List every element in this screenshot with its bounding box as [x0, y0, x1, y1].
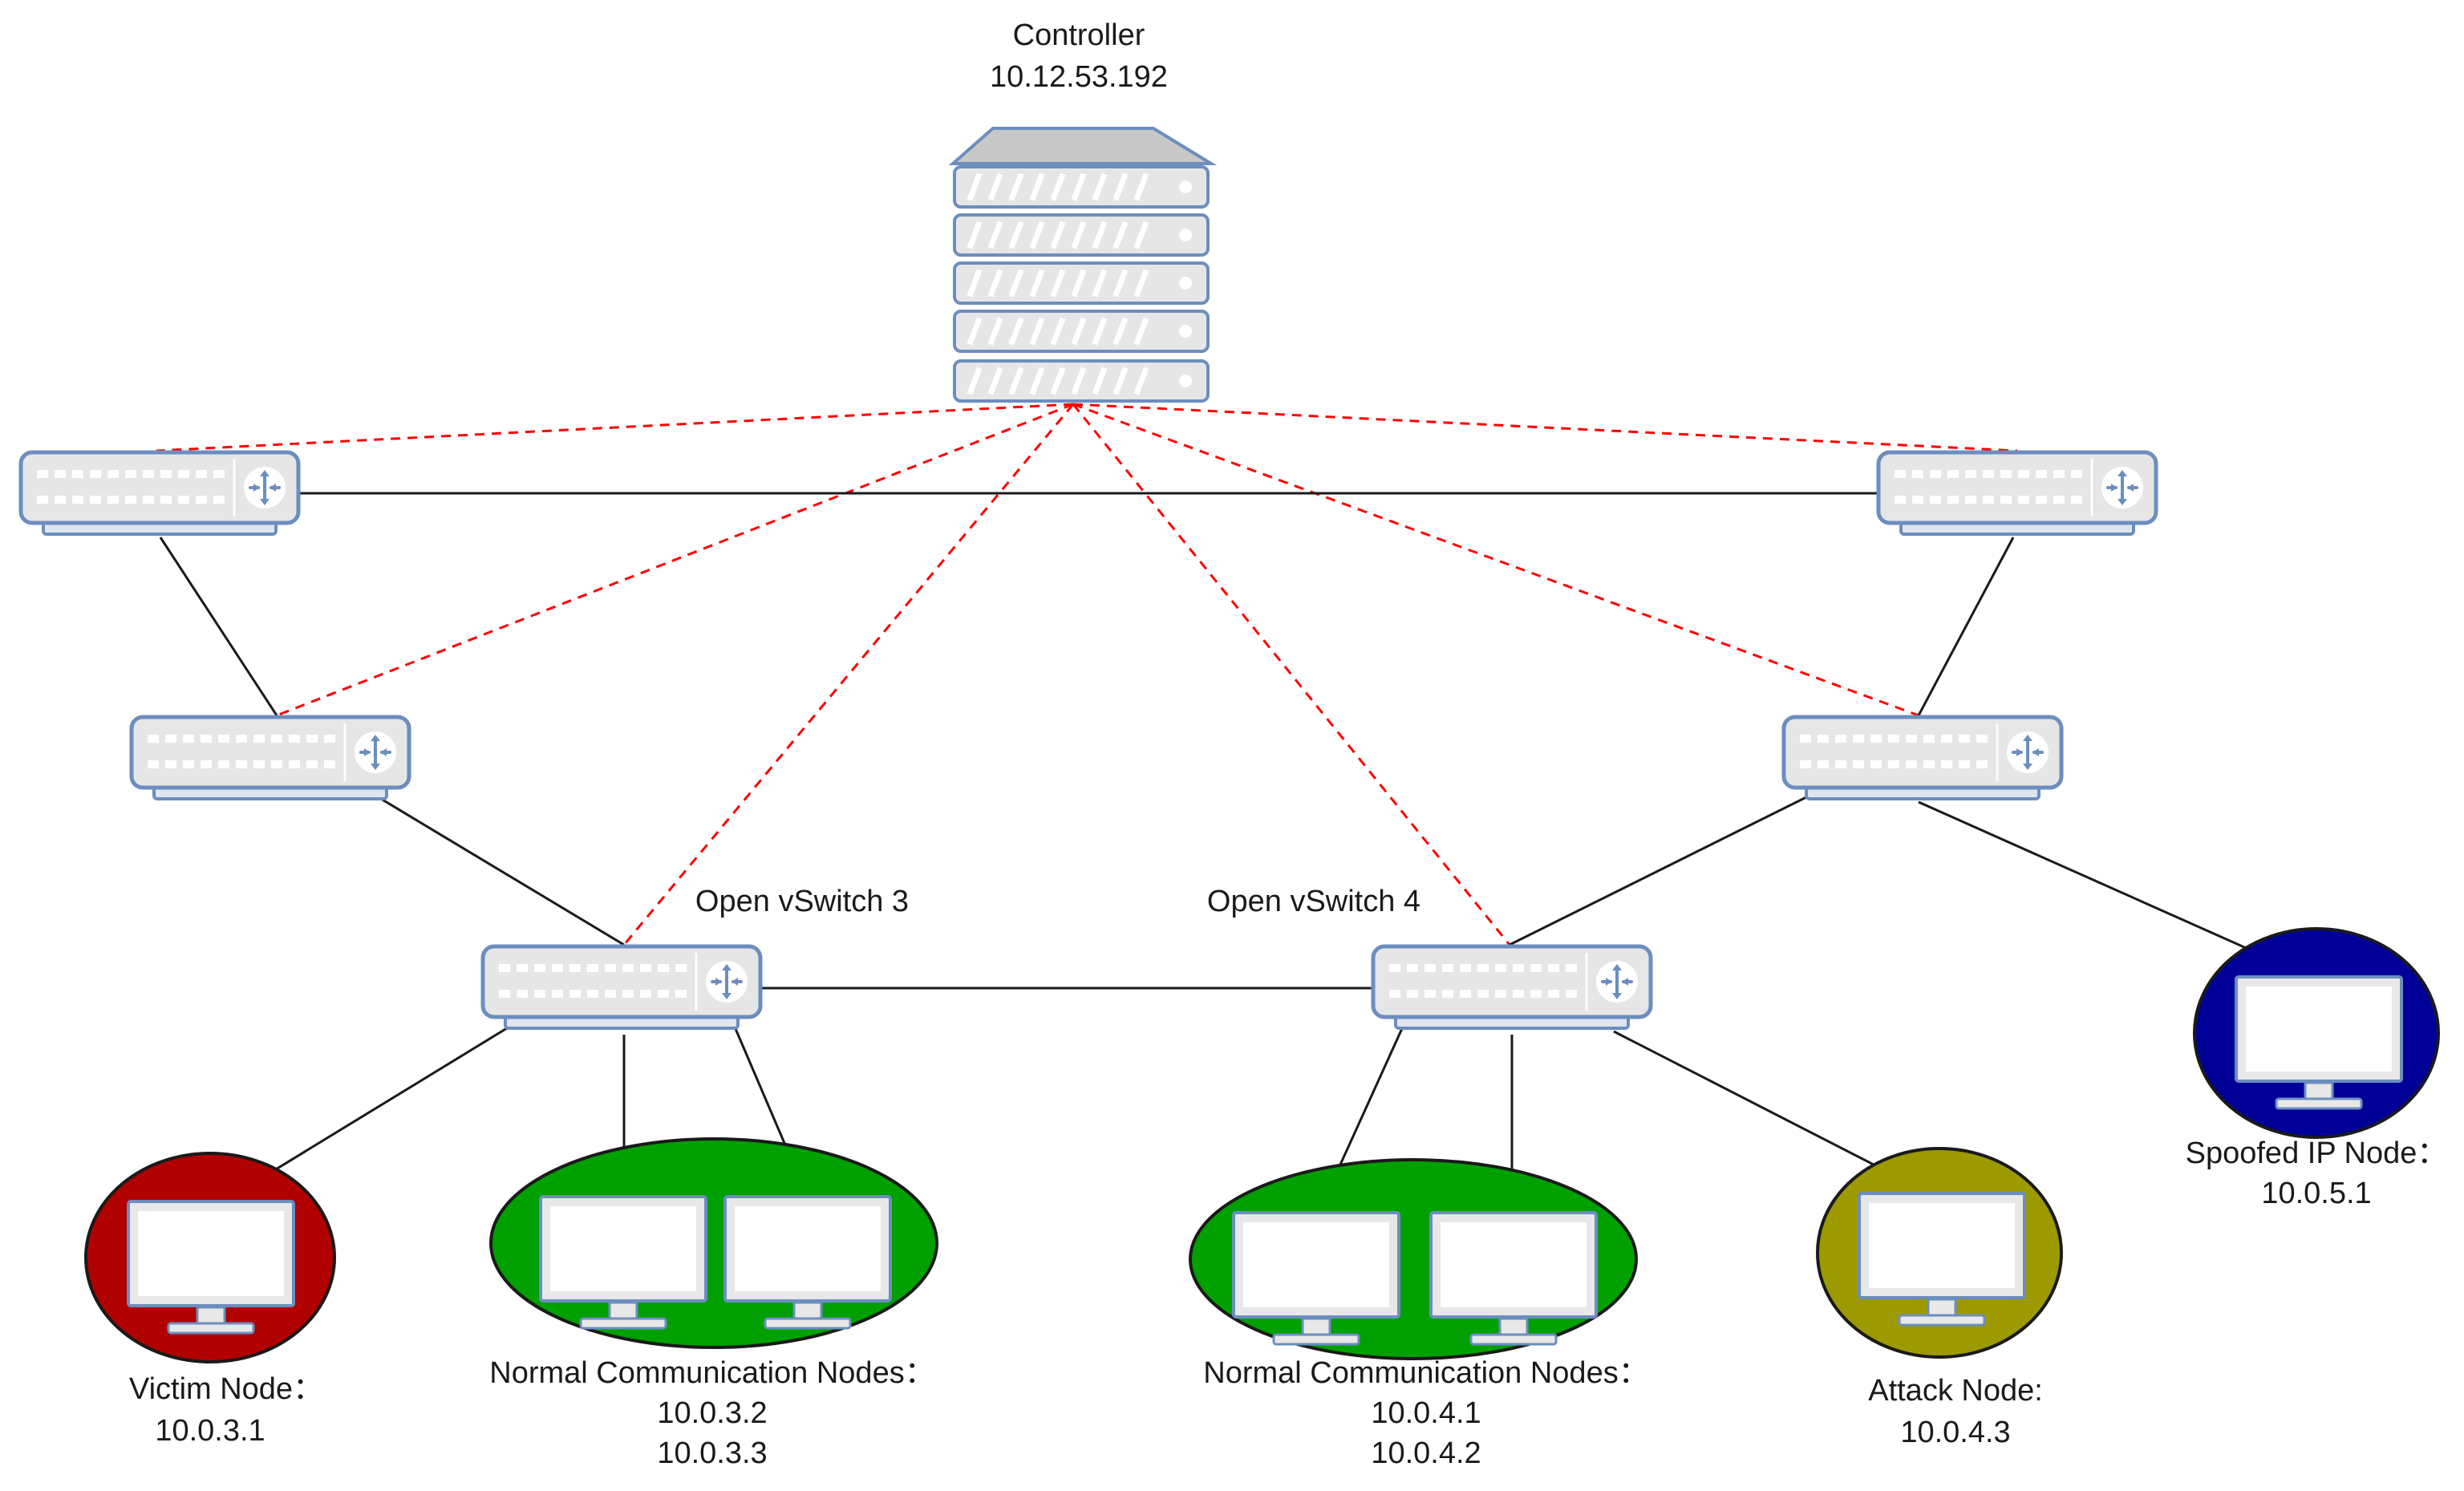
control-link-sw-mid-right	[1072, 403, 1919, 717]
attack-label: Attack Node:	[1868, 1374, 2043, 1408]
control-link-ovs4	[1072, 403, 1511, 946]
switch-ovs3[interactable]: Open vSwitch 3	[483, 885, 909, 1028]
link-mid-left-ovs3	[380, 797, 625, 946]
controller-node[interactable]: Controller 10.12.53.192	[948, 18, 1218, 401]
server-rack-icon	[948, 127, 1218, 401]
victim-label: Victim Node：	[129, 1372, 323, 1406]
switch-router-icon	[132, 717, 409, 799]
victim-ip: 10.0.3.1	[155, 1414, 265, 1448]
switch-router-icon	[21, 452, 298, 534]
controller-title: Controller	[1013, 18, 1145, 52]
switch-ovs4[interactable]: Open vSwitch 4	[1207, 885, 1651, 1028]
switch-router-icon	[483, 946, 760, 1028]
link-top-right-mid-right	[1917, 537, 2015, 716]
normal4-ip-1: 10.0.4.1	[1371, 1396, 1481, 1430]
control-link-sw-mid-left	[276, 403, 1074, 717]
spoofed-label: Spoofed IP Node：	[2186, 1136, 2448, 1170]
spoofed-ip: 10.0.5.1	[2261, 1177, 2371, 1210]
normal4-label: Normal Communication Nodes：	[1203, 1356, 1648, 1390]
switch-router-icon	[1878, 452, 2156, 534]
switch-mid-left[interactable]	[132, 717, 409, 799]
control-links	[156, 403, 2018, 946]
switch-top-left[interactable]	[21, 452, 298, 534]
normal-nodes-ovs3[interactable]: Normal Communication Nodes： 10.0.3.2 10.…	[489, 1137, 938, 1470]
controller-ip: 10.12.53.192	[990, 60, 1168, 94]
normal3-ip-2: 10.0.3.3	[657, 1436, 767, 1470]
switch-mid-right[interactable]	[1784, 717, 2061, 799]
switch-router-icon	[1784, 717, 2061, 799]
normal4-ip-2: 10.0.4.2	[1371, 1436, 1481, 1470]
ovs4-label: Open vSwitch 4	[1207, 885, 1420, 918]
normal-nodes-ovs4[interactable]: Normal Communication Nodes： 10.0.4.1 10.…	[1189, 1158, 1649, 1470]
control-link-sw-top-left	[156, 403, 1074, 452]
victim-node[interactable]: Victim Node： 10.0.3.1	[84, 1152, 336, 1448]
attack-ip: 10.0.4.3	[1900, 1416, 2010, 1449]
ovs3-label: Open vSwitch 3	[695, 885, 909, 918]
link-mid-right-ovs4	[1509, 792, 1814, 946]
switch-top-right[interactable]	[1878, 452, 2156, 534]
normal3-label: Normal Communication Nodes：	[489, 1356, 934, 1390]
link-top-left-mid-left	[159, 537, 278, 716]
data-links	[159, 492, 2319, 1217]
normal3-ip-1: 10.0.3.2	[657, 1396, 767, 1430]
control-link-ovs3	[622, 403, 1075, 946]
spoofed-ip-node[interactable]: Spoofed IP Node： 10.0.5.1	[2186, 927, 2448, 1210]
switch-router-icon	[1373, 946, 1651, 1028]
attack-node[interactable]: Attack Node: 10.0.4.3	[1816, 1147, 2063, 1449]
control-link-sw-top-right	[1072, 403, 2018, 452]
